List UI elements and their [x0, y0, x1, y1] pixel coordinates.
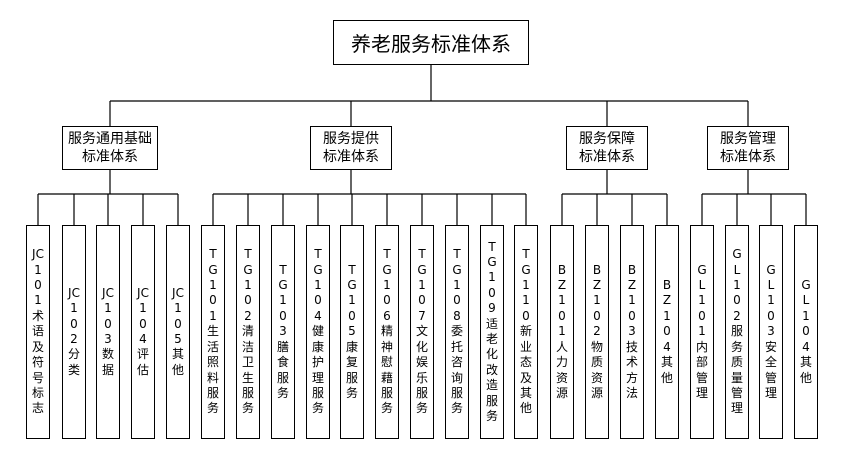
leaf-node: TG106精神慰藉服务 [375, 225, 399, 439]
leaf-node: GL103安全管理 [759, 225, 783, 439]
leaf-node: TG107文化娱乐服务 [410, 225, 434, 439]
root-node: 养老服务标准体系 [333, 20, 529, 65]
leaf-node: BZ102物质资源 [585, 225, 609, 439]
leaf-node: JC101术语及符号标志 [26, 225, 50, 439]
category-node-foundation: 服务通用基础 标准体系 [62, 126, 158, 170]
leaf-node: GL102服务质量管理 [725, 225, 749, 439]
leaf-node: JC102分类 [62, 225, 86, 439]
leaf-node: GL101内部管理 [690, 225, 714, 439]
leaf-node: BZ104其他 [655, 225, 679, 439]
leaf-node: JC105其他 [166, 225, 190, 439]
leaf-node: TG101生活照料服务 [201, 225, 225, 439]
leaf-node: TG109适老化改造服务 [480, 225, 504, 439]
leaf-node: JC103数据 [96, 225, 120, 439]
category-node-management: 服务管理 标准体系 [707, 126, 789, 170]
leaf-node: BZ103技术方法 [620, 225, 644, 439]
leaf-node: BZ101人力资源 [550, 225, 574, 439]
leaf-node: JC104评估 [131, 225, 155, 439]
leaf-node: TG105康复服务 [340, 225, 364, 439]
leaf-node: TG108委托咨询服务 [445, 225, 469, 439]
leaf-node: TG110新业态及其他 [514, 225, 538, 439]
leaf-node: GL104其他 [794, 225, 818, 439]
leaf-node: TG103膳食服务 [271, 225, 295, 439]
category-node-provision: 服务提供 标准体系 [310, 126, 392, 170]
leaf-node: TG104健康护理服务 [306, 225, 330, 439]
leaf-node: TG102清洁卫生服务 [236, 225, 260, 439]
category-node-guarantee: 服务保障 标准体系 [566, 126, 648, 170]
